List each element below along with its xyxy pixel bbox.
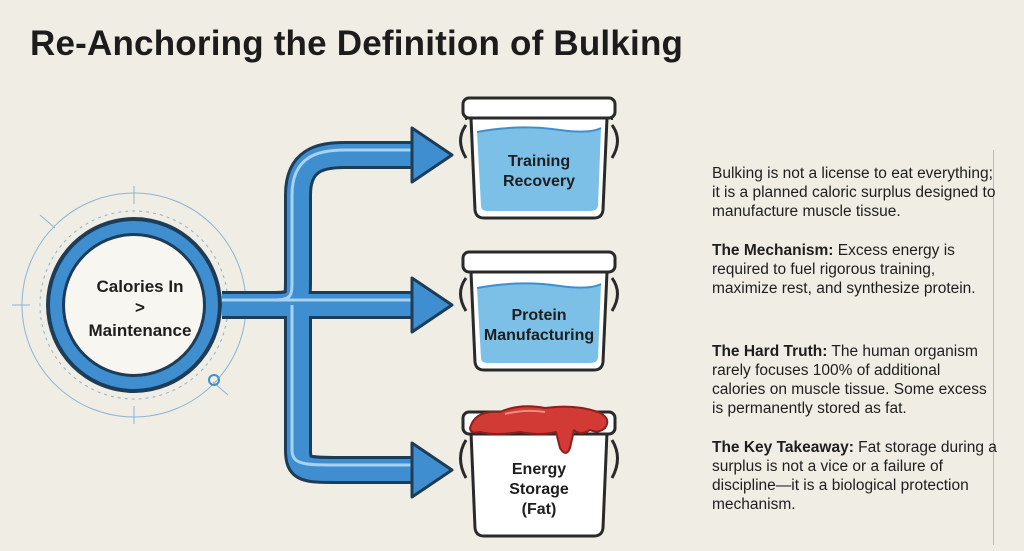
explanation-panel: Bulking is not a license to eat everythi… <box>712 164 997 534</box>
bucket-2-line-2: Manufacturing <box>484 327 594 344</box>
arrowhead-bottom <box>410 441 454 499</box>
intro-paragraph: Bulking is not a license to eat everythi… <box>712 165 996 220</box>
arrowhead-middle <box>410 276 454 334</box>
source-line-3: Maintenance <box>89 321 192 340</box>
bucket-1-line-2: Recovery <box>503 173 575 190</box>
arrow-body <box>222 144 425 481</box>
mechanism-body: Excess energy is required to fuel rigoro… <box>712 242 976 297</box>
source-line-2: > <box>135 298 145 317</box>
mechanism-paragraph: The Mechanism: Excess energy is required… <box>712 241 997 298</box>
hard-truth-paragraph: The Hard Truth: The human organism rarel… <box>712 342 997 418</box>
bucket-energy-storage: Energy Storage (Fat) <box>459 405 619 538</box>
panel-border <box>993 150 994 545</box>
water-fill <box>477 283 601 363</box>
bucket-handle <box>459 277 619 312</box>
source-node: Calories In > Maintenance <box>46 217 222 393</box>
arrowhead-top <box>410 126 454 184</box>
page-title: Re-Anchoring the Definition of Bulking <box>30 24 684 63</box>
takeaway-paragraph: The Key Takeaway: Fat storage during a s… <box>712 438 997 514</box>
mechanism-label: The Mechanism: <box>712 242 834 259</box>
bucket-1-line-1: Training <box>508 153 570 170</box>
red-overflow <box>469 405 609 454</box>
bucket-protein-manufacturing: Protein Manufacturing <box>459 250 619 372</box>
bucket-3-line-1: Energy <box>512 461 566 478</box>
hard-truth-body: The human organism rarely focuses 100% o… <box>712 343 987 417</box>
bucket-handle <box>459 439 619 479</box>
bucket-training-recovery: Training Recovery <box>459 96 619 220</box>
bucket-handle <box>459 124 619 159</box>
bucket-3-line-3: (Fat) <box>522 501 557 518</box>
takeaway-body: Fat storage during a surplus is not a vi… <box>712 439 997 513</box>
water-fill <box>477 127 601 211</box>
flow-arrows <box>222 126 454 499</box>
bucket-2-line-1: Protein <box>511 307 566 324</box>
takeaway-label: The Key Takeaway: <box>712 439 854 456</box>
source-line-1: Calories In <box>97 277 184 296</box>
bucket-3-line-2: Storage <box>509 481 569 498</box>
hard-truth-label: The Hard Truth: <box>712 343 828 360</box>
arrow-highlight <box>222 148 425 467</box>
